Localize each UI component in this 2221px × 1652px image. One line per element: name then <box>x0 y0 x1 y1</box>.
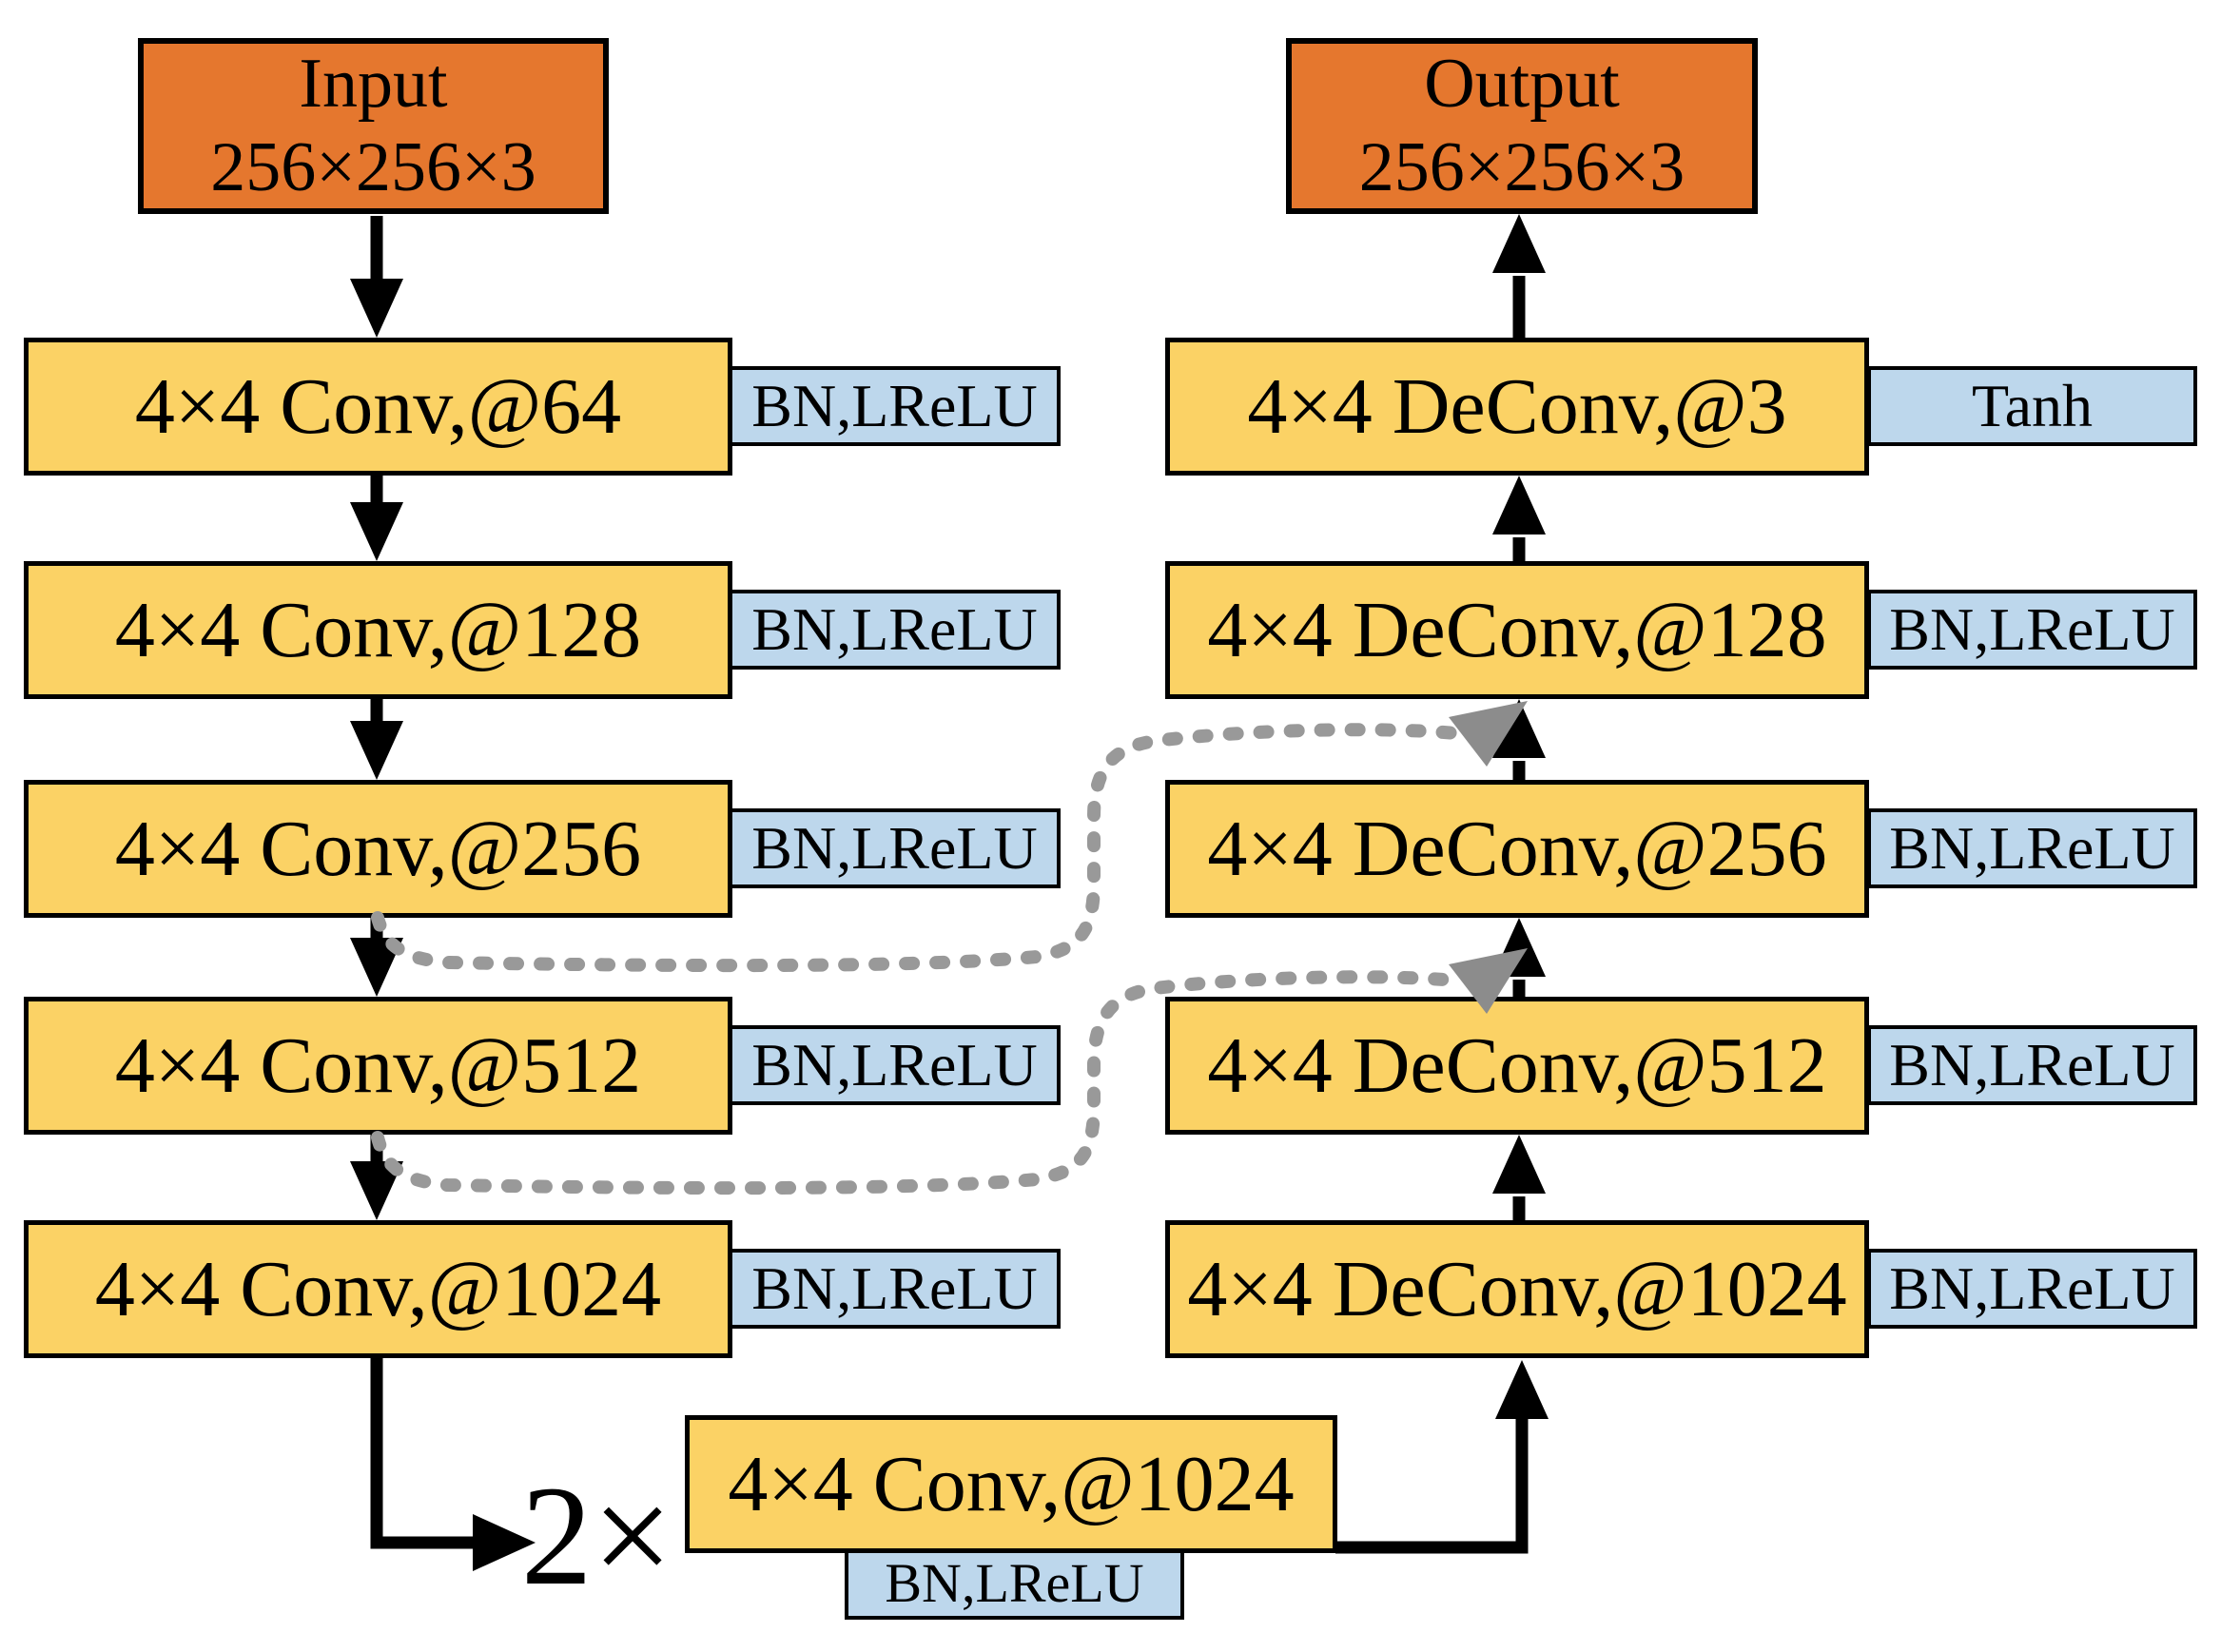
decoder-layer-deconv512: 4×4 DeConv,@512 <box>1165 997 1869 1135</box>
activation-badge: BN,LReLU <box>1867 1249 2197 1329</box>
activation-badge: BN,LReLU <box>729 808 1061 888</box>
activation-badge: BN,LReLU <box>1867 590 2197 670</box>
activation-badge: BN,LReLU <box>729 590 1061 670</box>
bottleneck-layer-conv1024: 4×4 Conv,@1024 <box>685 1415 1337 1553</box>
encoder-layer-conv64: 4×4 Conv,@64 <box>24 338 732 476</box>
encoder-layer-conv128: 4×4 Conv,@128 <box>24 561 732 699</box>
encoder-layer-conv1024: 4×4 Conv,@1024 <box>24 1220 732 1358</box>
activation-badge: BN,LReLU <box>729 1025 1061 1105</box>
input-size: 256×256×3 <box>210 127 536 206</box>
output-size: 256×256×3 <box>1358 127 1685 206</box>
decoder-layer-deconv3: 4×4 DeConv,@3 <box>1165 338 1869 476</box>
encoder-layer-conv512: 4×4 Conv,@512 <box>24 997 732 1135</box>
decoder-layer-deconv256: 4×4 DeConv,@256 <box>1165 780 1869 918</box>
bottleneck-out-arrow-icon <box>1335 1360 1549 1554</box>
activation-badge: BN,LReLU <box>845 1546 1184 1620</box>
decoder-layer-deconv1024: 4×4 DeConv,@1024 <box>1165 1220 1869 1358</box>
input-box: Input 256×256×3 <box>138 38 609 214</box>
output-title: Output <box>1424 45 1620 124</box>
activation-badge: BN,LReLU <box>729 366 1061 446</box>
output-box: Output 256×256×3 <box>1286 38 1758 214</box>
activation-badge: BN,LReLU <box>1867 808 2197 888</box>
encoder-layer-conv256: 4×4 Conv,@256 <box>24 780 732 918</box>
decoder-layer-deconv128: 4×4 DeConv,@128 <box>1165 561 1869 699</box>
input-title: Input <box>299 45 448 124</box>
activation-badge: BN,LReLU <box>1867 1025 2197 1105</box>
activation-badge: Tanh <box>1867 366 2197 446</box>
activation-badge: BN,LReLU <box>729 1249 1061 1329</box>
repeat-multiplier-label: 2× <box>520 1457 673 1615</box>
